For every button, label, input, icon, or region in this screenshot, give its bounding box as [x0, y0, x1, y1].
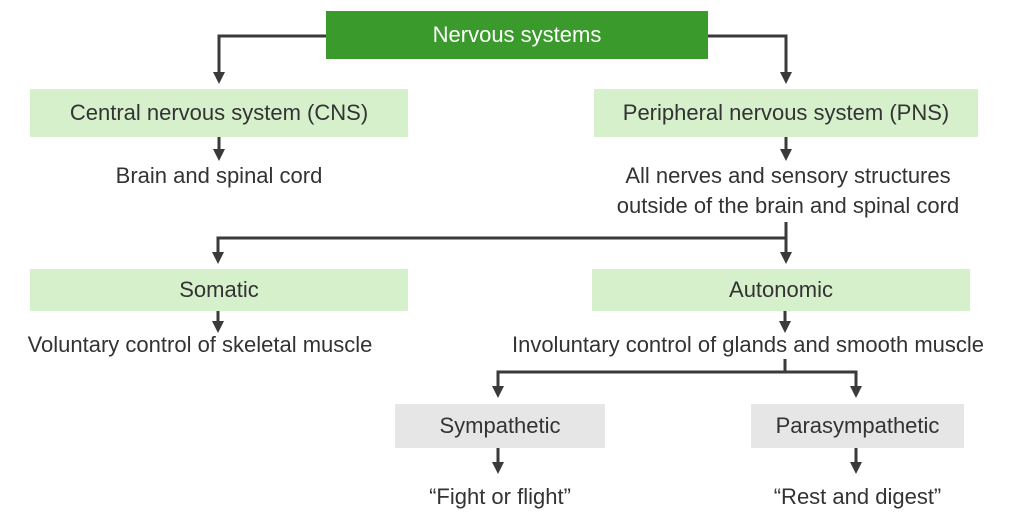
autonomic-description: Involuntary control of glands and smooth…	[511, 332, 985, 357]
parasympathetic-box: Parasympathetic	[751, 404, 964, 448]
somatic-label: Somatic	[179, 277, 259, 302]
autonomic-box: Autonomic	[592, 269, 970, 311]
cns-label: Central nervous system (CNS)	[69, 100, 369, 125]
nervous-systems-label: Nervous systems	[432, 22, 602, 47]
somatic-box: Somatic	[30, 269, 408, 311]
pns-description-line-2: outside of the brain and spinal cord	[616, 193, 960, 218]
autonomic-label: Autonomic	[729, 277, 833, 302]
connector-autonomic-to-parasympathetic	[785, 370, 862, 398]
cns-description: Brain and spinal cord	[115, 163, 323, 188]
sympathetic-description: “Fight or flight”	[429, 484, 571, 509]
sympathetic-box: Sympathetic	[395, 404, 605, 448]
nervous-systems-box: Nervous systems	[326, 11, 708, 59]
pns-description: All nerves and sensory structures outsid…	[560, 161, 1016, 221]
connector-root-to-cns	[213, 34, 326, 84]
connector-pns-to-somatic	[212, 222, 788, 264]
somatic-description: Voluntary control of skeletal muscle	[27, 332, 373, 357]
connector-autonomic-to-sympathetic	[492, 359, 787, 398]
pns-label: Peripheral nervous system (PNS)	[622, 100, 950, 125]
connector-root-to-pns	[708, 34, 792, 84]
parasympathetic-description: “Rest and digest”	[773, 484, 942, 509]
pns-box: Peripheral nervous system (PNS)	[594, 89, 978, 137]
cns-box: Central nervous system (CNS)	[30, 89, 408, 137]
sympathetic-label: Sympathetic	[439, 413, 561, 438]
parasympathetic-label: Parasympathetic	[775, 413, 940, 438]
pns-description-line-1: All nerves and sensory structures	[625, 163, 951, 188]
